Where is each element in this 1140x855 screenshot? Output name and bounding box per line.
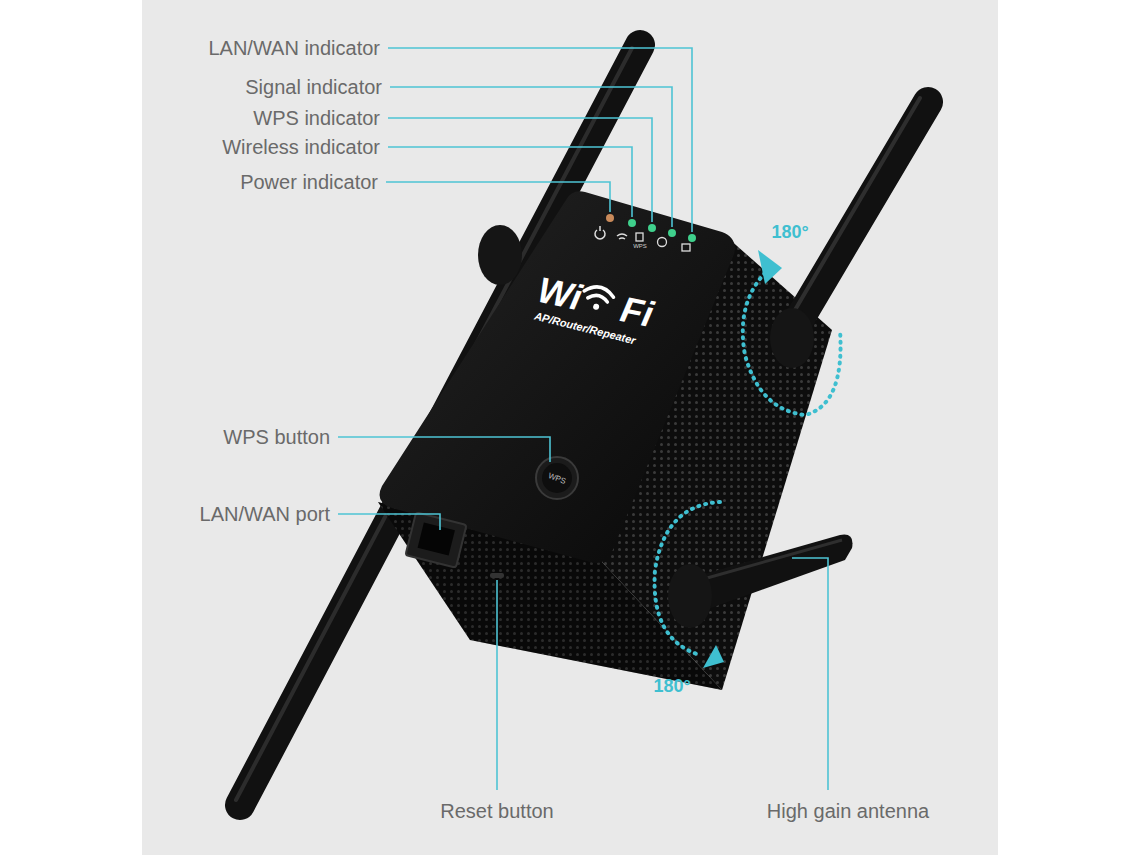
callout-label: Wireless indicator [222,136,380,159]
callout-label: LAN/WAN indicator [208,37,380,60]
callout-label: WPS button [223,426,330,449]
angle-label: 180° [653,676,690,697]
callout-label: LAN/WAN port [200,503,330,526]
callout-label: Reset button [440,800,553,823]
callout-label: WPS indicator [253,107,380,130]
callout-label: Power indicator [240,171,378,194]
callout-label: High gain antenna [767,800,929,823]
icon-caption: WPS [633,243,647,250]
callout-label: Signal indicator [245,76,382,99]
angle-label: 180° [771,222,808,243]
